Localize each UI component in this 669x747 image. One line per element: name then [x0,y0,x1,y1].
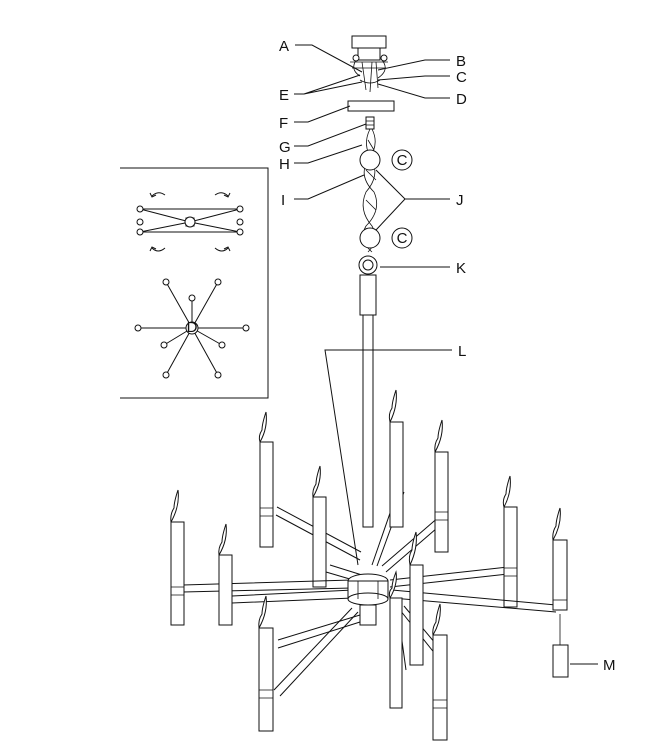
callout-d: D [456,91,467,108]
hook-icon-upper: C [391,149,413,171]
candle-upper-3 [434,419,449,553]
callout-m: M [603,657,616,674]
callout-f: F [279,115,288,132]
rotate-arrows-icon [149,192,231,252]
hook-letter-lower: C [397,230,408,247]
hook-letter-upper: C [397,152,408,169]
canopy-plate [347,100,395,112]
wire-nuts-and-wires [352,54,388,93]
loop-ring [358,255,378,275]
candle-lower-2 [218,523,233,626]
candle-upper-2 [388,389,404,528]
callout-i: I [281,192,285,209]
callout-c: C [456,69,467,86]
candle-sleeve-m [552,614,569,678]
ceiling-bracket [350,35,388,69]
callout-a: A [279,38,289,55]
candle-lower-3 [258,595,274,732]
chain-link-upper [359,149,381,171]
leader-lines [294,44,598,665]
candle-lower-4 [408,531,424,666]
callout-b: B [456,53,466,70]
chain-link-lower [359,227,381,249]
callout-h: H [279,156,290,173]
callout-j: J [456,192,464,209]
candle-lower-5 [388,570,403,709]
arm-orientation-inset: D [120,167,269,399]
candle-upper-1 [258,411,274,548]
candle-upper-4 [312,465,327,588]
inset-spread-arms: D [134,278,250,379]
stem [359,274,377,528]
inset-folded-arms [136,205,244,236]
callout-k: K [456,260,466,277]
candle-lower-1 [170,489,185,626]
inset-center-marker: D [187,319,198,336]
hook-icon-lower: C [391,227,413,249]
center-body [347,573,389,626]
candle-lower-6 [432,603,448,741]
callout-g: G [279,139,291,156]
callout-e: E [279,87,289,104]
canopy-nut [365,116,375,130]
callout-l: L [458,343,466,360]
candle-lower-7 [552,507,568,611]
candle-upper-5 [502,475,518,608]
